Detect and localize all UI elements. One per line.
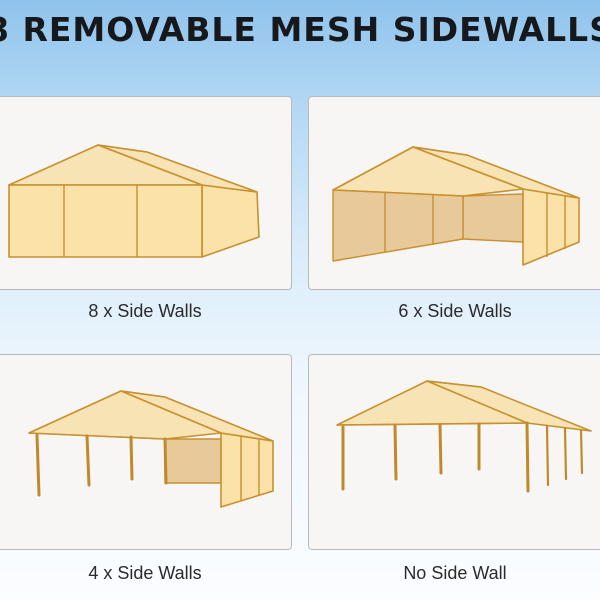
- panel-6-side-walls: [308, 96, 600, 290]
- caption-8-side-walls: 8 x Side Walls: [88, 301, 202, 321]
- caption-4-side-walls: 4 x Side Walls: [88, 563, 202, 583]
- panel-no-side-wall: [308, 354, 600, 550]
- page-title: 8 REMOVABLE MESH SIDEWALLS: [0, 10, 600, 49]
- panel-4-side-walls: [0, 354, 292, 550]
- tent-4-walls-illustration: [28, 390, 274, 508]
- caption-6-side-walls: 6 x Side Walls: [398, 301, 512, 321]
- tent-no-wall-illustration: [336, 380, 592, 493]
- caption-no-side-wall: No Side Wall: [403, 563, 507, 583]
- panel-8-side-walls: [0, 96, 292, 290]
- tent-6-walls-illustration: [332, 146, 580, 266]
- tent-8-walls-illustration: [8, 144, 260, 258]
